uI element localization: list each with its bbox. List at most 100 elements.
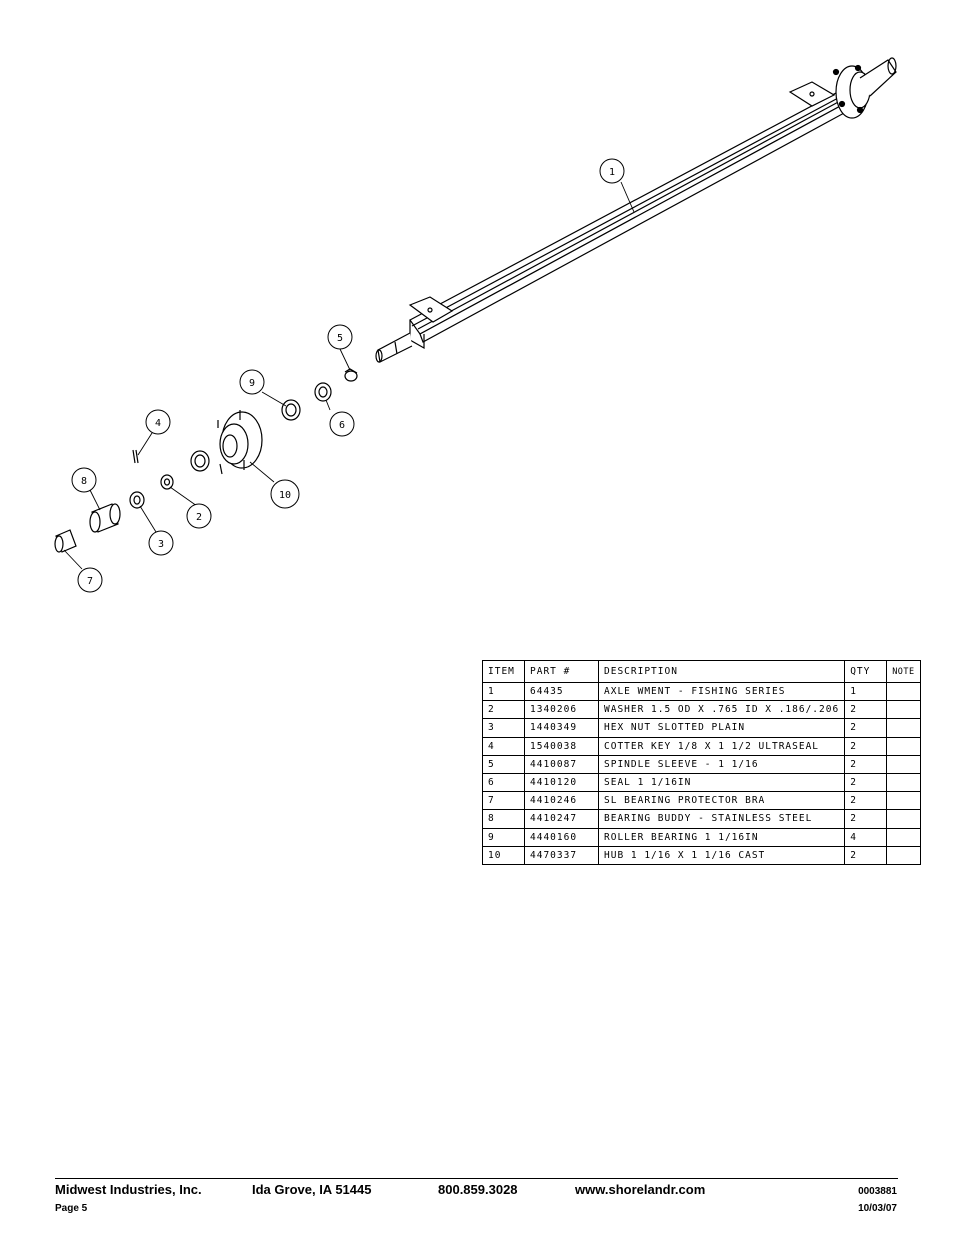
cell-part-number: 1340206 [524, 700, 599, 720]
cell-item: 8 [482, 809, 525, 829]
cell-qty: 2 [844, 845, 888, 865]
spindle-sleeve [344, 368, 358, 382]
callout-10: 10 [270, 479, 300, 509]
bearing-protector [54, 529, 77, 553]
cell-item: 6 [482, 772, 525, 793]
cell-description: COTTER KEY 1/8 X 1 1/2 ULTRASEAL [597, 736, 846, 756]
cell-item: 10 [482, 845, 525, 865]
column-header-qty: QTY [844, 660, 888, 683]
svg-text:2: 2 [196, 512, 202, 523]
cotter-key [132, 449, 139, 464]
cell-note [886, 718, 921, 738]
cell-part-number: 4440160 [524, 827, 599, 847]
cell-qty: 1 [844, 681, 888, 702]
seal [314, 382, 332, 402]
svg-text:10: 10 [279, 490, 291, 501]
callout-9: 9 [239, 369, 265, 395]
cell-qty: 2 [844, 809, 888, 829]
footer-company: Midwest Industries, Inc. [55, 1182, 202, 1197]
cell-note [886, 845, 921, 865]
cell-qty: 4 [844, 827, 888, 847]
bearing-buddy [89, 503, 121, 533]
footer-phone: 800.859.3028 [438, 1182, 518, 1197]
svg-text:7: 7 [87, 576, 93, 587]
cell-part-number: 1540038 [524, 736, 599, 756]
cell-note [886, 736, 921, 756]
cell-note [886, 809, 921, 829]
cell-item: 7 [482, 791, 525, 811]
callout-1: 1 [599, 158, 625, 184]
callout-3: 3 [148, 530, 174, 556]
cell-part-number: 4410247 [524, 809, 599, 829]
callout-4: 4 [145, 409, 171, 435]
callout-6: 6 [329, 411, 355, 437]
cell-note [886, 772, 921, 793]
cell-qty: 2 [844, 754, 888, 774]
cell-description: HEX NUT SLOTTED PLAIN [597, 718, 846, 738]
callout-2: 2 [186, 503, 212, 529]
cell-note [886, 681, 921, 702]
cell-part-number: 4410246 [524, 791, 599, 811]
cell-description: AXLE WMENT - FISHING SERIES [597, 681, 846, 702]
svg-text:4: 4 [155, 418, 161, 429]
cell-description: SPINDLE SLEEVE - 1 1/16 [597, 754, 846, 774]
svg-text:1: 1 [609, 167, 615, 178]
footer-date: 10/03/07 [858, 1203, 897, 1214]
column-header-part: PART # [524, 660, 599, 683]
cell-part-number: 4410087 [524, 754, 599, 774]
cell-description: WASHER 1.5 OD X .765 ID X .186/.206 [597, 700, 846, 720]
cell-qty: 2 [844, 772, 888, 793]
cell-item: 1 [482, 681, 525, 702]
axle-tube [375, 57, 897, 363]
cell-part-number: 4410120 [524, 772, 599, 793]
washer [160, 474, 174, 490]
callout-5: 5 [327, 324, 353, 350]
leader-lines [63, 181, 635, 570]
cell-description: ROLLER BEARING 1 1/16IN [597, 827, 846, 847]
footer-website: www.shorelandr.com [575, 1182, 706, 1197]
svg-text:8: 8 [81, 476, 87, 487]
cell-part-number: 4470337 [524, 845, 599, 865]
table-header-row: ITEM PART # DESCRIPTION QTY NOTE [482, 660, 921, 683]
footer-location: Ida Grove, IA 51445 [252, 1182, 372, 1197]
cell-description: BEARING BUDDY - STAINLESS STEEL [597, 809, 846, 829]
cell-note [886, 791, 921, 811]
svg-text:5: 5 [337, 333, 343, 344]
cell-note [886, 700, 921, 720]
cell-item: 9 [482, 827, 525, 847]
footer-page: Page 5 [55, 1203, 88, 1214]
callout-8: 8 [71, 467, 97, 493]
roller-bearing-inner [281, 399, 301, 421]
svg-text:6: 6 [339, 420, 345, 431]
cell-description: SEAL 1 1/16IN [597, 772, 846, 793]
cell-description: HUB 1 1/16 X 1 1/16 CAST [597, 845, 846, 865]
cell-qty: 2 [844, 700, 888, 720]
cell-note [886, 754, 921, 774]
cell-qty: 2 [844, 718, 888, 738]
roller-bearing-outer [190, 450, 210, 472]
cell-item: 4 [482, 736, 525, 756]
cell-description: SL BEARING PROTECTOR BRA [597, 791, 846, 811]
cell-part-number: 64435 [524, 681, 599, 702]
svg-text:3: 3 [158, 539, 164, 550]
cell-item: 2 [482, 700, 525, 720]
column-header-description: DESCRIPTION [597, 660, 846, 683]
footer-doc-number: 0003881 [858, 1186, 897, 1197]
cell-note [886, 827, 921, 847]
cell-item: 3 [482, 718, 525, 738]
footer-divider [55, 1178, 898, 1179]
column-header-item: ITEM [482, 660, 525, 683]
column-header-note: NOTE [886, 660, 921, 683]
svg-text:9: 9 [249, 378, 255, 389]
hub [217, 410, 263, 475]
